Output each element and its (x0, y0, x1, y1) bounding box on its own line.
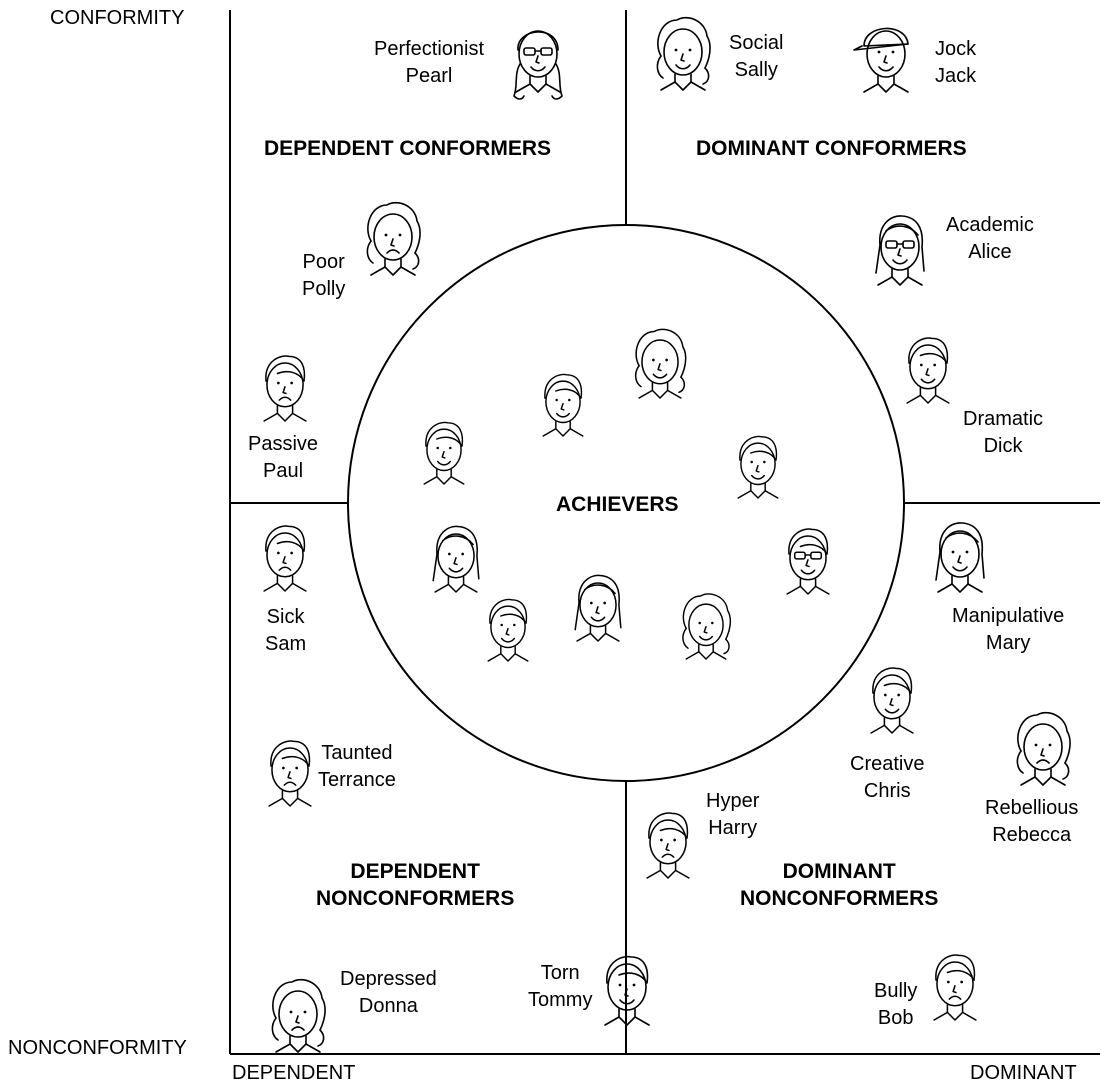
char-name-line: Perfectionist (374, 38, 485, 60)
char-name-line: Paul (263, 460, 304, 482)
axis-label-dominant: DOMINANT (970, 1062, 1077, 1084)
face-creative-chris (870, 667, 914, 734)
quadrant-title-line: DEPENDENT (350, 860, 480, 883)
char-label-hyper-harry: Hyper Harry (706, 788, 759, 842)
char-name-line: Terrance (318, 769, 396, 791)
char-name-line: Torn (540, 962, 580, 984)
char-name-line: Sick (266, 606, 305, 628)
char-label-poor-polly: Poor Polly (302, 249, 345, 303)
face-achiever-3 (423, 421, 465, 485)
char-name-line: Manipulative (952, 605, 1065, 627)
char-name-line: Mary (985, 632, 1031, 654)
char-name-line: Social (729, 32, 784, 54)
quadrant-title-dominant-nonconformers: DOMINANT NONCONFORMERS (740, 858, 938, 912)
char-name-line: Jack (935, 65, 977, 87)
char-name-line: Jock (935, 38, 977, 60)
char-name-line: Creative (850, 753, 925, 775)
char-name-line: Hyper (706, 790, 760, 812)
char-label-creative-chris: Creative Chris (850, 751, 924, 805)
char-label-manipulative-mary: Manipulative Mary (952, 603, 1064, 657)
face-social-sally (656, 16, 711, 91)
face-dramatic-dick (906, 337, 950, 404)
char-label-bully-bob: Bully Bob (874, 978, 917, 1032)
quadrant-title-line: NONCONFORMERS (316, 887, 515, 910)
char-name-line: Rebellious (985, 797, 1079, 819)
char-name-line: Harry (708, 817, 758, 839)
face-hyper-harry (646, 812, 690, 879)
center-title-achievers: ACHIEVERS (556, 493, 679, 516)
quadrant-title-dependent-conformers: DEPENDENT CONFORMERS (264, 137, 552, 160)
char-label-taunted-terrance: Taunted Terrance (318, 740, 396, 794)
axis-label-nonconformity: NONCONFORMITY (8, 1037, 187, 1059)
char-name-line: Passive (248, 433, 319, 455)
char-name-line: Chris (863, 780, 911, 802)
char-name-line: Sam (265, 633, 307, 655)
char-name-line: Alice (968, 241, 1012, 263)
char-name-line: Dramatic (963, 408, 1044, 430)
char-label-dramatic-dick: Dramatic Dick (963, 406, 1043, 460)
face-jock-jack (853, 27, 909, 93)
char-label-sick-sam: Sick Sam (265, 604, 306, 658)
face-poor-polly (366, 201, 421, 276)
face-rebellious-rebecca (1016, 711, 1071, 786)
face-achiever-1 (542, 373, 584, 437)
face-achiever-4 (737, 435, 779, 499)
achievers-circle (347, 224, 905, 782)
char-label-perfectionist-pearl: Perfectionist Pearl (374, 36, 484, 90)
char-name-line: Rebecca (992, 824, 1072, 846)
face-achiever-9 (682, 593, 732, 660)
face-taunted-terrance (268, 740, 312, 807)
char-name-line: Tommy (528, 989, 593, 1011)
face-perfectionist-pearl (513, 30, 563, 100)
face-manipulative-mary (935, 522, 985, 593)
quadrant-title-dependent-nonconformers: DEPENDENT NONCONFORMERS (316, 858, 514, 912)
char-name-line: Donna (358, 995, 418, 1017)
face-achiever-2 (634, 328, 687, 399)
char-label-depressed-donna: Depressed Donna (340, 966, 437, 1020)
face-achiever-7 (487, 598, 529, 662)
char-label-torn-tommy: Torn Tommy (528, 960, 592, 1014)
quadrant-title-line: NONCONFORMERS (740, 887, 939, 910)
char-name-line: Polly (302, 278, 346, 300)
char-label-social-sally: Social Sally (729, 30, 783, 84)
char-label-academic-alice: Academic Alice (946, 212, 1034, 266)
face-depressed-donna (271, 978, 326, 1053)
face-achiever-8 (574, 574, 622, 642)
char-label-passive-paul: Passive Paul (248, 431, 318, 485)
quadrant-title-dominant-conformers: DOMINANT CONFORMERS (696, 137, 967, 160)
face-achiever-6 (786, 528, 830, 595)
face-passive-paul (263, 355, 307, 422)
char-name-line: Poor (302, 251, 345, 273)
char-name-line: Pearl (405, 65, 453, 87)
char-name-line: Taunted (321, 742, 393, 764)
axis-label-dependent: DEPENDENT (232, 1062, 356, 1084)
char-name-line: Dick (983, 435, 1023, 457)
char-name-line: Academic (946, 214, 1034, 236)
face-sick-sam (263, 525, 307, 592)
face-bully-bob (933, 954, 977, 1021)
face-achiever-5 (432, 525, 480, 593)
char-name-line: Bully (874, 980, 918, 1002)
quadrant-title-line: DOMINANT (782, 860, 896, 883)
char-name-line: Bob (877, 1007, 914, 1029)
char-name-line: Depressed (340, 968, 437, 990)
char-label-rebellious-rebecca: Rebellious Rebecca (985, 795, 1078, 849)
face-academic-alice (875, 215, 925, 286)
char-label-jock-jack: Jock Jack (935, 36, 976, 90)
axis-label-conformity: CONFORMITY (50, 7, 185, 29)
face-torn-tommy (604, 955, 650, 1026)
char-name-line: Sally (734, 59, 778, 81)
